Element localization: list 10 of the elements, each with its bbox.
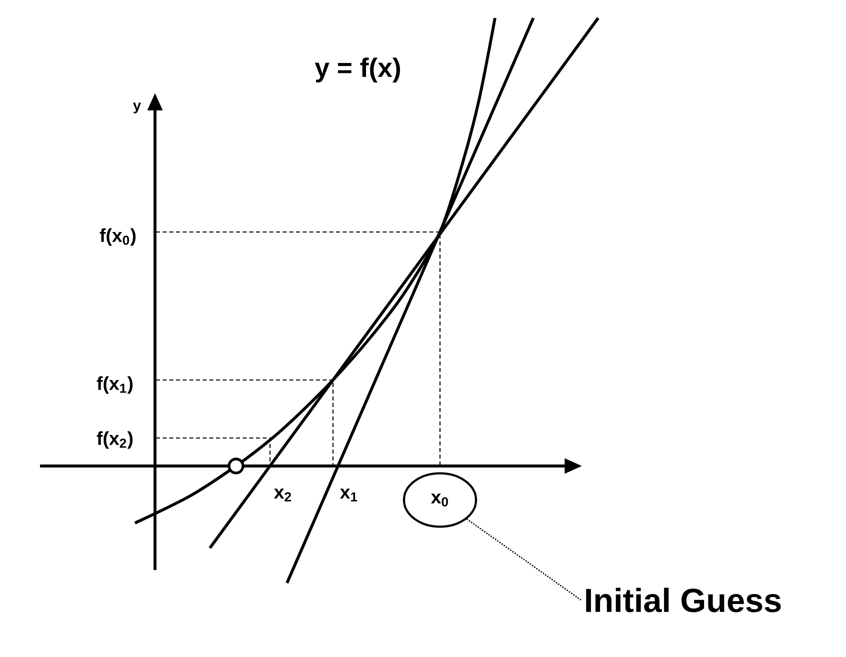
curve-equation: y = f(x) [314,58,400,82]
value-label: f(x$_{2}$) [96,431,133,449]
axis-label: y [133,102,141,114]
value-label: x$_{2}$ [274,488,291,502]
callout-text: Initial Guess [586,588,781,612]
value-label: f(x$_{1}$) [96,376,133,394]
value-label: f(x$_{0}$) [100,228,136,246]
leader-line [466,518,582,601]
circled-label: x$_{0}$ [402,472,478,528]
value-label: x$_{1}$ [340,488,358,502]
